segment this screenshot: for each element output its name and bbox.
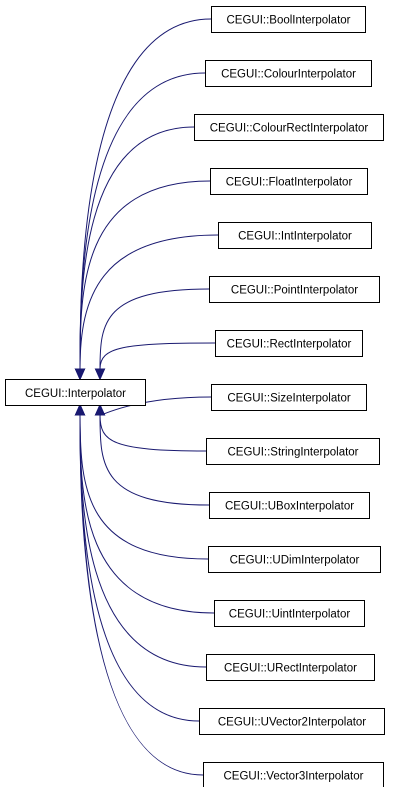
class-node-ubox[interactable]: CEGUI::UBoxInterpolator xyxy=(209,492,370,519)
class-node-box xyxy=(206,438,380,465)
class-node-box xyxy=(203,762,384,787)
class-node-label: CEGUI::Vector3Interpolator xyxy=(224,771,364,783)
class-node-label: CEGUI::StringInterpolator xyxy=(227,447,358,459)
base-class-label: CEGUI::Interpolator xyxy=(25,388,126,400)
class-node-label: CEGUI::RectInterpolator xyxy=(227,339,352,351)
arrowhead-ubox xyxy=(94,403,106,416)
class-node-urect[interactable]: CEGUI::URectInterpolator xyxy=(206,654,375,681)
inheritance-edge-int xyxy=(79,234,219,370)
arrowhead-int xyxy=(74,368,86,381)
class-node-string[interactable]: CEGUI::StringInterpolator xyxy=(206,438,380,465)
class-node-colourrect[interactable]: CEGUI::ColourRectInterpolator xyxy=(194,114,384,141)
class-node-box xyxy=(218,222,372,249)
class-node-uvector2[interactable]: CEGUI::UVector2Interpolator xyxy=(199,708,385,735)
class-node-box xyxy=(194,114,384,141)
class-node-box xyxy=(215,330,363,357)
class-node-rect[interactable]: CEGUI::RectInterpolator xyxy=(215,330,363,357)
class-node-label: CEGUI::ColourRectInterpolator xyxy=(210,123,369,135)
class-node-uint[interactable]: CEGUI::UintInterpolator xyxy=(214,600,365,627)
class-node-box xyxy=(208,546,381,573)
class-node-label: CEGUI::UintInterpolator xyxy=(229,609,351,621)
class-node-label: CEGUI::URectInterpolator xyxy=(224,663,357,675)
class-node-point[interactable]: CEGUI::PointInterpolator xyxy=(209,276,380,303)
class-node-colour[interactable]: CEGUI::ColourInterpolator xyxy=(205,60,372,87)
inheritance-edge-colourrect xyxy=(79,126,195,370)
class-node-box xyxy=(214,600,365,627)
class-node-label: CEGUI::ColourInterpolator xyxy=(221,69,356,81)
inheritance-edge-point xyxy=(99,288,210,370)
inheritance-edge-udim xyxy=(79,414,209,560)
class-node-box xyxy=(205,60,372,87)
class-nodes: CEGUI::Interpolator CEGUI::BoolInterpola… xyxy=(5,6,385,787)
class-node-box xyxy=(199,708,385,735)
inheritance-edge-float xyxy=(79,180,211,370)
class-node-box xyxy=(206,654,375,681)
class-node-box xyxy=(209,492,370,519)
class-node-label: CEGUI::UVector2Interpolator xyxy=(218,717,366,729)
class-node-label: CEGUI::IntInterpolator xyxy=(238,231,352,243)
arrowhead-rect xyxy=(94,368,106,381)
class-node-box xyxy=(209,276,380,303)
class-node-label: CEGUI::FloatInterpolator xyxy=(226,177,353,189)
inheritance-edge-rect xyxy=(99,342,216,370)
class-node-label: CEGUI::BoolInterpolator xyxy=(226,15,350,27)
class-node-vector3[interactable]: CEGUI::Vector3Interpolator xyxy=(203,762,384,787)
inheritance-edge-vector3 xyxy=(79,414,204,776)
inheritance-edge-string xyxy=(99,414,207,452)
class-node-box xyxy=(211,6,366,33)
arrowhead-vector3 xyxy=(74,403,86,416)
class-node-label: CEGUI::UDimInterpolator xyxy=(230,555,360,567)
class-node-label: CEGUI::SizeInterpolator xyxy=(227,393,351,405)
class-node-label: CEGUI::PointInterpolator xyxy=(231,285,358,297)
class-node-size[interactable]: CEGUI::SizeInterpolator xyxy=(211,384,367,411)
class-node-bool[interactable]: CEGUI::BoolInterpolator xyxy=(211,6,366,33)
class-node-float[interactable]: CEGUI::FloatInterpolator xyxy=(210,168,368,195)
class-node-box xyxy=(210,168,368,195)
class-node-int[interactable]: CEGUI::IntInterpolator xyxy=(218,222,372,249)
inheritance-edge-uvector2 xyxy=(79,414,200,722)
class-node-label: CEGUI::UBoxInterpolator xyxy=(225,501,354,513)
class-node-udim[interactable]: CEGUI::UDimInterpolator xyxy=(208,546,381,573)
class-node-box xyxy=(211,384,367,411)
base-class-node[interactable]: CEGUI::Interpolator xyxy=(5,379,146,406)
inheritance-edge-colour xyxy=(79,72,206,370)
inheritance-edges xyxy=(74,18,219,776)
inheritance-edge-urect xyxy=(79,414,207,668)
inheritance-edge-ubox xyxy=(99,414,210,506)
